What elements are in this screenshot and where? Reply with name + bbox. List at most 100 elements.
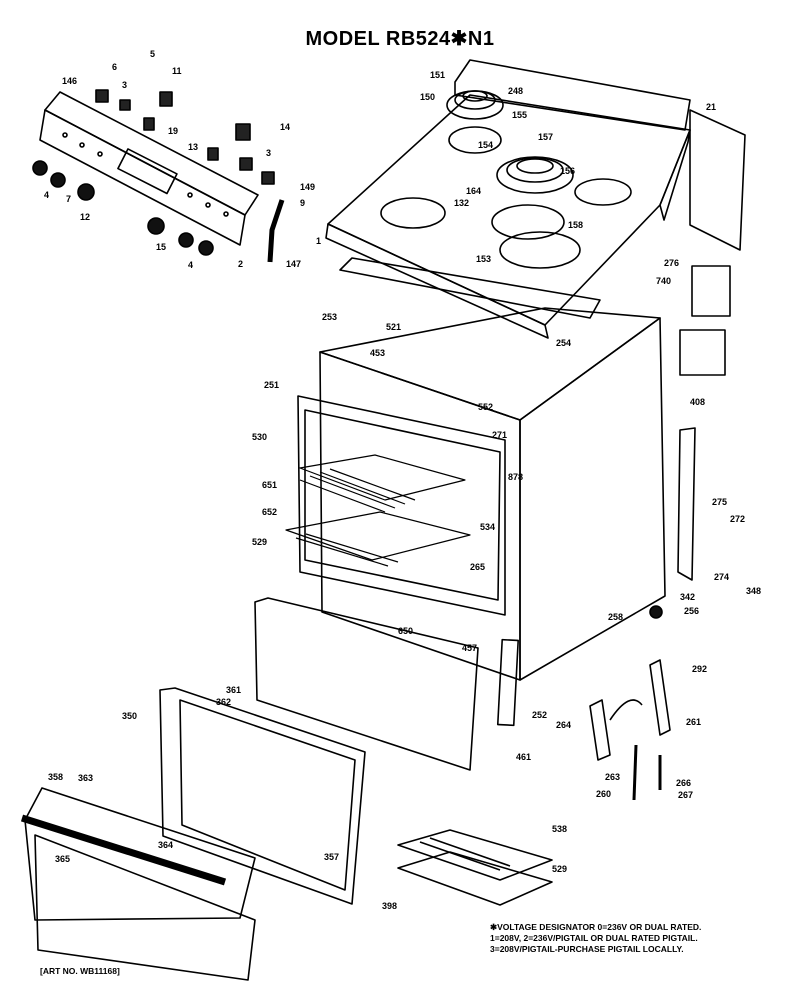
part-label-254: 254 [556,338,571,348]
part-label-5: 5 [150,49,155,59]
part-label-11: 11 [172,66,182,76]
part-label-521: 521 [386,322,401,332]
part-label-150: 150 [420,92,435,102]
oven-racks [285,454,471,567]
part-label-272: 272 [730,514,745,524]
part-label-265: 265 [470,562,485,572]
part-label-538: 538 [552,824,567,834]
part-label-348: 348 [746,586,761,596]
part-label-13: 13 [188,142,198,152]
part-label-453: 453 [370,348,385,358]
part-label-132: 132 [454,198,469,208]
part-label-357: 357 [324,852,339,862]
part-label-151: 151 [430,70,445,80]
part-label-158: 158 [568,220,583,230]
outer-door [20,787,256,981]
side-trim [496,638,519,727]
part-label-12: 12 [80,212,90,222]
part-label-155: 155 [512,110,527,120]
part-label-146: 146 [62,76,77,86]
part-label-19: 19 [168,126,178,136]
part-label-534: 534 [480,522,495,532]
part-label-256: 256 [684,606,699,616]
part-label-164: 164 [466,186,481,196]
terminal-bracket [691,265,731,317]
voltage-footnote: ✱VOLTAGE DESIGNATOR 0=236V OR DUAL RATED… [490,922,790,955]
part-label-4: 4 [44,190,49,200]
wire-harness [267,199,285,263]
switches [95,89,275,185]
footnote-line-3: 3=208V/PIGTAIL-PURCHASE PIGTAIL LOCALLY. [490,944,684,954]
part-label-3: 3 [122,80,127,90]
part-label-1: 1 [316,236,321,246]
part-label-361: 361 [226,685,241,695]
part-label-264: 264 [556,720,571,730]
part-label-651: 651 [262,480,277,490]
anti-tip-bracket [677,427,696,581]
surface-units [446,90,574,240]
door-frame [159,687,366,905]
footnote-line-2: 1=208V, 2=236V/PIGTAIL OR DUAL RATED PIG… [490,933,698,943]
part-label-292: 292 [692,664,707,674]
part-label-9: 9 [300,198,305,208]
part-label-3: 3 [266,148,271,158]
part-label-261: 261 [686,717,701,727]
part-label-21: 21 [706,102,716,112]
part-label-271: 271 [492,430,507,440]
part-label-157: 157 [538,132,553,142]
part-label-878: 878 [508,472,523,482]
part-label-2: 2 [238,259,243,269]
part-label-4: 4 [188,260,193,270]
part-label-552: 552 [478,402,493,412]
part-label-530: 530 [252,432,267,442]
part-label-275: 275 [712,497,727,507]
part-label-342: 342 [680,592,695,602]
part-label-149: 149 [300,182,315,192]
part-label-252: 252 [532,710,547,720]
part-label-266: 266 [676,778,691,788]
control-panel [39,91,259,246]
part-label-358: 358 [48,772,63,782]
drip-tray [339,257,601,319]
part-label-153: 153 [476,254,491,264]
door-inner-panel [254,597,479,771]
part-label-260: 260 [596,789,611,799]
control-knobs [32,160,214,256]
part-label-154: 154 [478,140,493,150]
part-label-398: 398 [382,901,397,911]
part-label-529: 529 [552,864,567,874]
part-label-363: 363 [78,773,93,783]
footnote-line-1: ✱VOLTAGE DESIGNATOR 0=236V OR DUAL RATED… [490,922,702,932]
part-label-274: 274 [714,572,729,582]
part-label-650: 650 [398,626,413,636]
backsplash [454,59,746,251]
part-label-408: 408 [690,397,705,407]
part-label-147: 147 [286,259,301,269]
oven-body [297,307,666,681]
leveling-leg [649,605,663,619]
part-label-276: 276 [664,258,679,268]
part-label-529: 529 [252,537,267,547]
part-label-740: 740 [656,276,671,286]
part-label-251: 251 [264,380,279,390]
part-label-15: 15 [156,242,166,252]
cooktop [325,94,691,339]
door-hinges [589,659,671,801]
part-label-457: 457 [462,643,477,653]
broiler-pan [397,829,553,906]
part-label-362: 362 [216,697,231,707]
part-label-365: 365 [55,854,70,864]
part-label-652: 652 [262,507,277,517]
part-label-258: 258 [608,612,623,622]
model-title: MODEL RB524✱N1 [305,28,495,50]
part-label-267: 267 [678,790,693,800]
part-label-263: 263 [605,772,620,782]
part-label-7: 7 [66,194,71,204]
part-label-350: 350 [122,711,137,721]
art-number: [ART NO. WB11168] [40,966,120,976]
terminal-block [679,329,726,376]
part-label-6: 6 [112,62,117,72]
part-label-461: 461 [516,752,531,762]
